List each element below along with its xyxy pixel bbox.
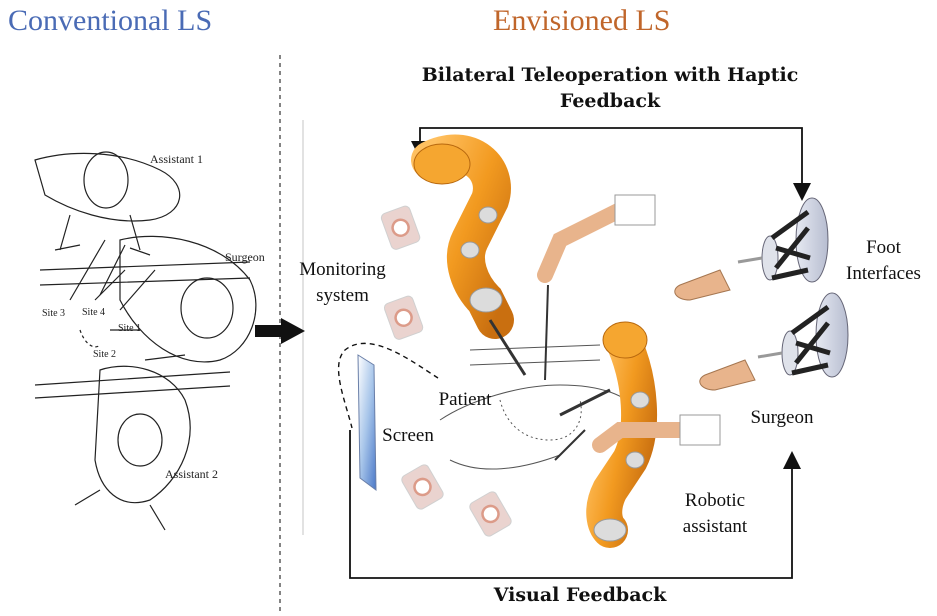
screen-cable: [337, 342, 439, 429]
haptic-feedback-loop: [411, 127, 803, 190]
site2-label: Site 2: [93, 349, 117, 360]
monitoring-label-line1: Monitoring: [299, 259, 386, 280]
surgeon-label: Surgeon: [750, 407, 814, 428]
conventional-sketch: [34, 151, 257, 531]
robotic-assistant-label-line1: Robotic: [684, 490, 746, 511]
monitoring-label-line2: system: [316, 285, 369, 306]
screen-shape: [357, 354, 377, 492]
foot-interfaces-label-line2: Interfaces: [846, 263, 921, 284]
surgeon-arms: [537, 194, 721, 461]
patient-label: Patient: [438, 389, 492, 410]
foot-interface-top: [737, 197, 829, 283]
site3-label: Site 3: [42, 308, 66, 319]
visual-feedback-loop: [349, 430, 801, 579]
site1-label: Site 1: [118, 323, 142, 334]
right-title: Envisioned LS: [493, 4, 671, 37]
robot-arm-bottom: [559, 321, 658, 548]
robotic-assistant-label-line2: assistant: [682, 516, 748, 537]
foot-interfaces-label-line1: Foot: [866, 237, 901, 258]
screen-label: Screen: [382, 425, 434, 446]
visual-feedback-label: Visual Feedback: [493, 584, 667, 606]
haptic-feedback-label-line1: Bilateral Teleoperation with Haptic: [421, 64, 799, 86]
transition-arrow: [255, 318, 305, 344]
assistant2-label: Assistant 2: [165, 467, 219, 481]
haptic-feedback-label-line2: Feedback: [559, 90, 661, 112]
surgeon-feet: [674, 269, 756, 391]
site4-label: Site 4: [82, 307, 106, 318]
surgeon-sketch-label: Surgeon: [225, 250, 265, 264]
assistant1-label: Assistant 1: [150, 152, 204, 166]
robot-arm-top: [411, 134, 527, 376]
monitoring-cameras: [380, 205, 512, 537]
left-title: Conventional LS: [8, 4, 213, 37]
foot-interface-bottom: [757, 292, 849, 378]
